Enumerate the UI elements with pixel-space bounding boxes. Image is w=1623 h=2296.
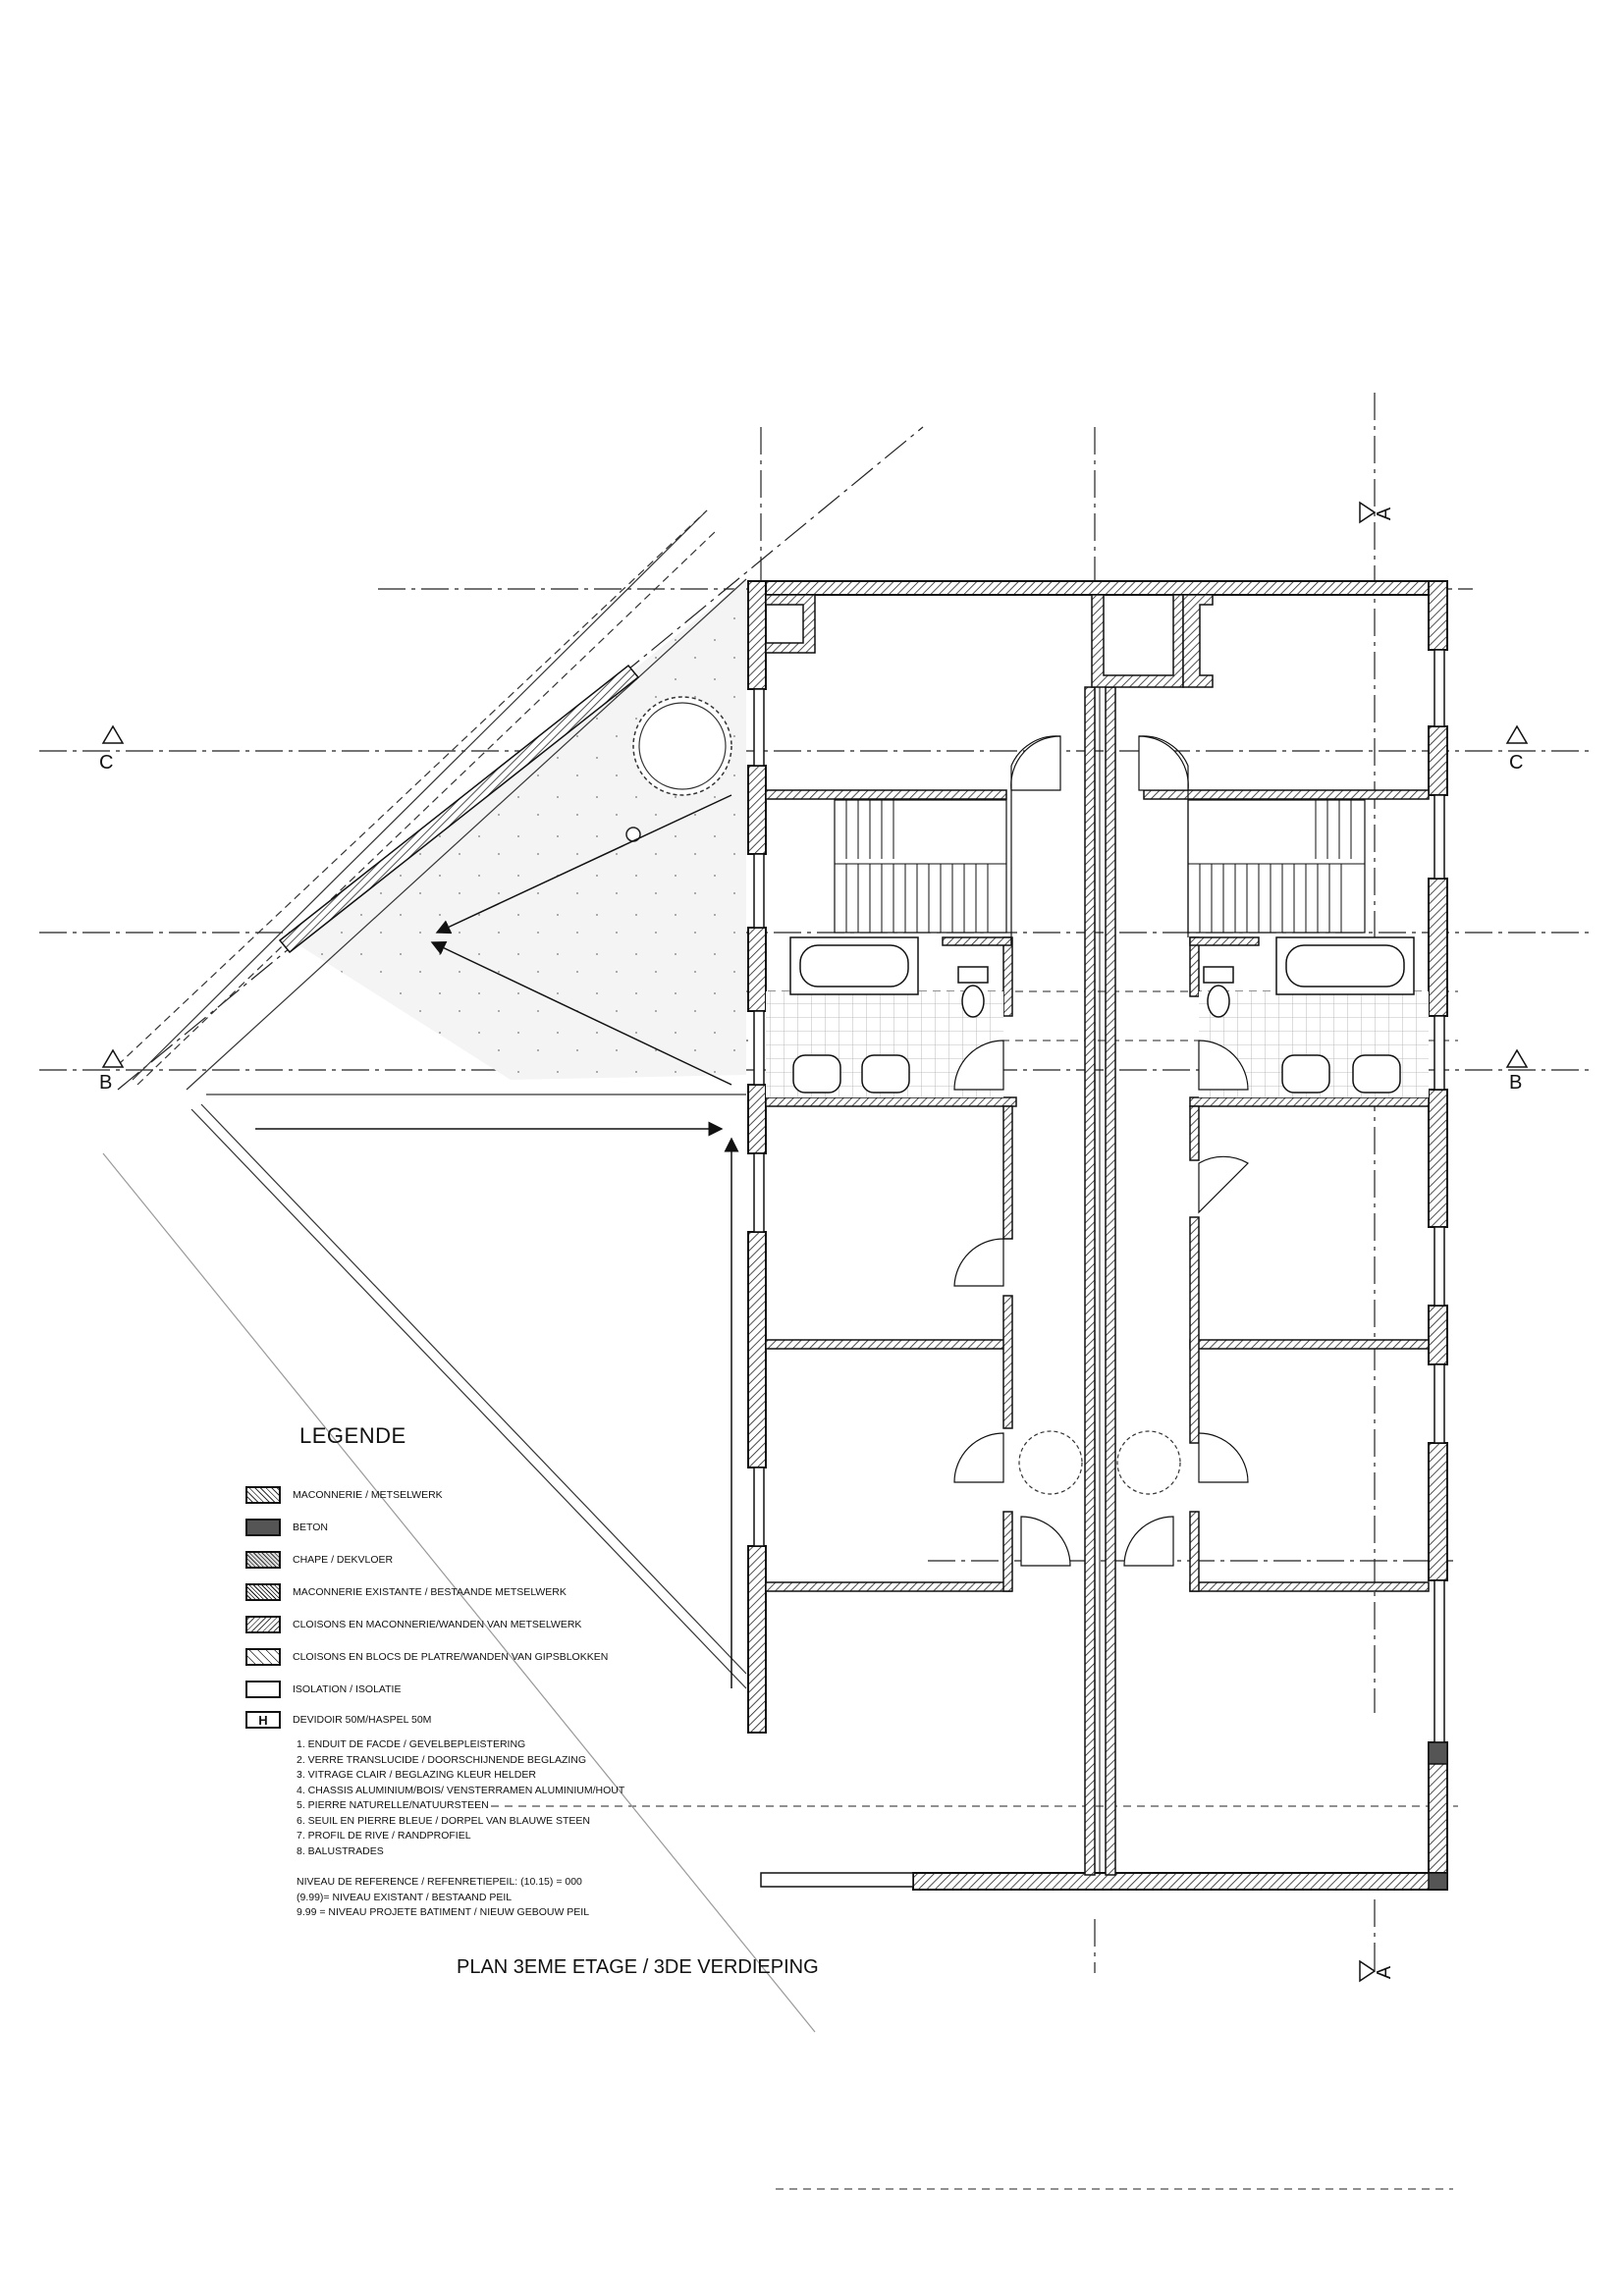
- outer-walls: [747, 580, 1448, 1891]
- section-label-a-bottom: A: [1374, 1965, 1396, 1980]
- section-label-b-right: B: [1509, 1072, 1523, 1094]
- legend-item: CLOISONS EN MACONNERIE/WANDEN VAN METSEL…: [245, 1614, 581, 1635]
- stairs: [834, 799, 1366, 934]
- legend-label: CLOISONS EN MACONNERIE/WANDEN VAN METSEL…: [293, 1619, 582, 1630]
- legend-item: H DEVIDOIR 50M/HASPEL 50M: [245, 1709, 431, 1731]
- note-line: 3. VITRAGE CLAIR / BEGLAZING KLEUR HELDE…: [297, 1769, 536, 1781]
- legend-item: CLOISONS EN BLOCS DE PLATRE/WANDEN VAN G…: [245, 1646, 608, 1668]
- legend-swatch: [245, 1551, 281, 1569]
- note-line: 6. SEUIL EN PIERRE BLEUE / DORPEL VAN BL…: [297, 1814, 590, 1827]
- level-line: NIVEAU DE REFERENCE / REFENRETIEPEIL: (1…: [297, 1876, 582, 1888]
- legend-swatch: [245, 1519, 281, 1536]
- level-line: 9.99 = NIVEAU PROJETE BATIMENT / NIEUW G…: [297, 1906, 590, 1918]
- section-label-c-right: C: [1509, 752, 1524, 774]
- section-label-a-top: A: [1374, 507, 1396, 521]
- column-concrete: [1428, 1741, 1448, 1765]
- legend-notes: 1. ENDUIT DE FACDE / GEVELBEPLEISTERING …: [297, 1737, 624, 1859]
- corridor-circles: [1018, 1430, 1181, 1495]
- section-label-c-left: C: [99, 752, 114, 774]
- slope-arrows: [255, 794, 739, 1688]
- level-line: (9.99)= NIVEAU EXISTANT / BESTAAND PEIL: [297, 1891, 513, 1903]
- drawing-title: PLAN 3EME ETAGE / 3DE VERDIEPING: [457, 1956, 819, 1978]
- stair-treads: [835, 800, 1365, 933]
- terrace-floor: [295, 579, 746, 1080]
- legend-label: MACONNERIE / METSELWERK: [293, 1489, 443, 1501]
- legend-item: MACONNERIE EXISTANTE / BESTAANDE METSELW…: [245, 1581, 567, 1603]
- legend-swatch: [245, 1681, 281, 1698]
- balustrade: [278, 664, 640, 954]
- note-line: 4. CHASSIS ALUMINIUM/BOIS/ VENSTERRAMEN …: [297, 1784, 625, 1796]
- section-label-b-left: B: [99, 1072, 113, 1094]
- corridor-arcs: [1010, 735, 1189, 937]
- sinks: [792, 1054, 1401, 1094]
- note-line: 7. PROFIL DE RIVE / RANDPROFIEL: [297, 1830, 471, 1842]
- legend-label: MACONNERIE EXISTANTE / BESTAANDE METSELW…: [293, 1586, 567, 1598]
- legend-label: CHAPE / DEKVLOER: [293, 1554, 394, 1566]
- note-line: 2. VERRE TRANSLUCIDE / DOORSCHIJNENDE BE…: [297, 1753, 587, 1766]
- legend-item: MACONNERIE / METSELWERK: [245, 1484, 443, 1506]
- column-concrete: [1428, 1872, 1448, 1891]
- legend-label: BETON: [293, 1522, 328, 1533]
- legend-item: BETON: [245, 1517, 328, 1538]
- note-line: 8. BALUSTRADES: [297, 1844, 384, 1857]
- legend-label: ISOLATION / ISOLATIE: [293, 1683, 402, 1695]
- legend-item: CHAPE / DEKVLOER: [245, 1549, 393, 1571]
- legend-title: LEGENDE: [299, 1423, 406, 1448]
- legend-item: ISOLATION / ISOLATIE: [245, 1679, 401, 1700]
- legend-swatch: [245, 1616, 281, 1633]
- section-markers: [101, 501, 1529, 1983]
- legend-swatch: [245, 1486, 281, 1504]
- note-line: 5. PIERRE NATURELLE/NATUURSTEEN: [297, 1799, 489, 1811]
- planter-circle: [632, 696, 732, 796]
- terrace-outline: [102, 509, 816, 2033]
- note-line: 1. ENDUIT DE FACDE / GEVELBEPLEISTERING: [297, 1738, 526, 1750]
- legend-swatch: [245, 1583, 281, 1601]
- devidoir-symbol: H: [245, 1711, 281, 1729]
- legend-label: CLOISONS EN BLOCS DE PLATRE/WANDEN VAN G…: [293, 1651, 609, 1663]
- legend-levels: NIVEAU DE REFERENCE / REFENRETIEPEIL: (1…: [297, 1875, 589, 1921]
- door-swings: [953, 735, 1249, 1567]
- legend-label: DEVIDOIR 50M/HASPEL 50M: [293, 1714, 432, 1726]
- legend-swatch: [245, 1648, 281, 1666]
- shafts: [765, 594, 1214, 688]
- partitions: [765, 789, 1430, 1592]
- toilets: [957, 966, 1234, 1018]
- bathtubs: [789, 936, 1415, 995]
